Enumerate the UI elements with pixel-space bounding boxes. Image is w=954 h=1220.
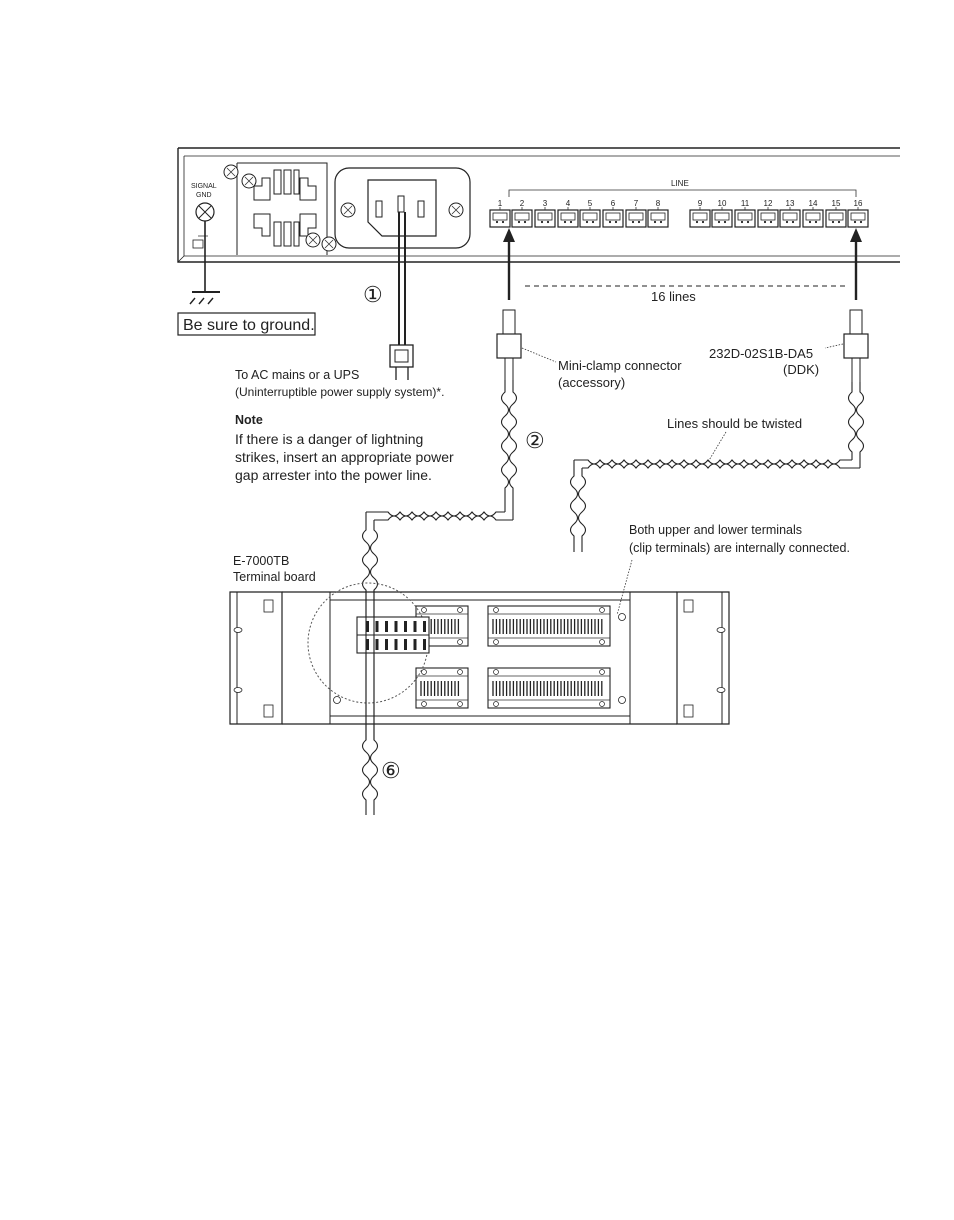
screw-icon [321,236,337,252]
terminal-connector-1 [489,209,511,228]
note-line-3: gap arrester into the power line. [235,467,432,483]
clip-terminal-block [487,605,611,647]
twisted-cable-right [569,382,865,552]
screw-icon [305,232,321,248]
ac-mains-line-1: To AC mains or a UPS [235,368,359,382]
terminal-number: 14 [809,199,818,208]
terminal-number: 13 [786,199,795,208]
note-title: Note [235,413,263,427]
terminal-number: 1 [498,199,503,208]
terminal-connector-14 [802,209,824,228]
terminal-number: 15 [832,199,841,208]
zoom-clip-slot [366,639,369,650]
power-cord [389,212,414,380]
ac-inlet [334,167,471,249]
terminal-connector-7 [625,209,647,228]
signal-gnd-label-2: GND [196,192,212,199]
board-name: Terminal board [233,570,316,584]
marker-2: ② [525,428,545,453]
terminal-connector-5 [579,209,601,228]
clip-terminal-block [415,667,469,709]
terminal-connector-10 [711,209,733,228]
terminal-number: 4 [566,199,571,208]
zoom-clip-slot [423,621,426,632]
note-line-1: If there is a danger of lightning [235,431,423,447]
line-label: LINE [671,179,689,188]
terminal-number: 10 [718,199,727,208]
terminal-connector-12 [757,209,779,228]
terminal-connector-2 [511,209,533,228]
screw-icon [241,173,257,189]
marker-6: ⑥ [381,758,401,783]
terminal-number: 12 [764,199,773,208]
terminal-connector-6 [602,209,624,228]
terminal-number: 6 [611,199,616,208]
twisted-note: Lines should be twisted [667,416,802,431]
terminal-connector-4 [557,209,579,228]
zoom-clip-slot [413,621,417,632]
terminal-connector-15 [825,209,847,228]
signal-gnd-terminal: SIGNAL GND [189,183,220,305]
terminal-number: 5 [588,199,593,208]
zoom-clip-slot [423,639,426,650]
terminal-number: 16 [854,199,863,208]
part-number-line-2: (DDK) [783,362,819,377]
zoom-clip-slot [404,621,407,632]
terminal-number: 7 [634,199,639,208]
zoom-clip-slot [385,639,388,650]
terminal-connector-11 [734,209,756,228]
ac-mains-line-2: (Uninterruptible power supply system)*. [235,385,444,399]
terminals-note-1: Both upper and lower terminals [629,523,802,537]
zoom-clip-slot [366,621,369,632]
terminals-note-2: (clip terminals) are internally connecte… [629,541,850,555]
terminal-connector-8 [647,209,669,228]
terminal-connector-9 [689,209,711,228]
screw-icon [223,164,239,180]
zoom-clip-slot [404,639,407,650]
terminal-number: 3 [543,199,548,208]
clip-terminal-block [487,667,611,709]
zoom-clip-slot [375,621,379,632]
arrow-up-icon [503,228,515,300]
board-model: E-7000TB [233,554,289,568]
part-number-line-1: 232D-02S1B-DA5 [709,346,813,361]
signal-gnd-label-1: SIGNAL [191,183,217,190]
line-header: LINE [508,179,857,197]
zoom-clip-slot [394,639,398,650]
mini-clamp-label-1: Mini-clamp connector [558,358,682,373]
rear-panel [177,147,900,263]
zoom-clip-slot [413,639,417,650]
ground-note-text: Be sure to ground. [183,317,315,334]
zoom-clip-slot [385,621,388,632]
terminal-connector-16 [847,209,869,228]
lines-count: 16 lines [651,289,696,304]
terminal-number: 8 [656,199,661,208]
vent-block [223,162,337,255]
mini-clamp-label-2: (accessory) [558,375,625,390]
marker-1: ① [363,282,383,307]
ddk-connector [843,309,869,382]
zoom-clip-slot [394,621,398,632]
terminal-connector-13 [779,209,801,228]
note-line-2: strikes, insert an appropriate power [235,449,454,465]
ground-note: Be sure to ground. [177,312,316,336]
terminal-number: 9 [698,199,703,208]
terminal-number: 11 [741,199,750,208]
terminal-connector-3 [534,209,556,228]
terminal-board [229,582,730,725]
arrow-up-icon [850,228,862,300]
zoom-clip-slot [375,639,379,650]
terminal-number: 2 [520,199,525,208]
mini-clamp-connector [496,309,522,380]
